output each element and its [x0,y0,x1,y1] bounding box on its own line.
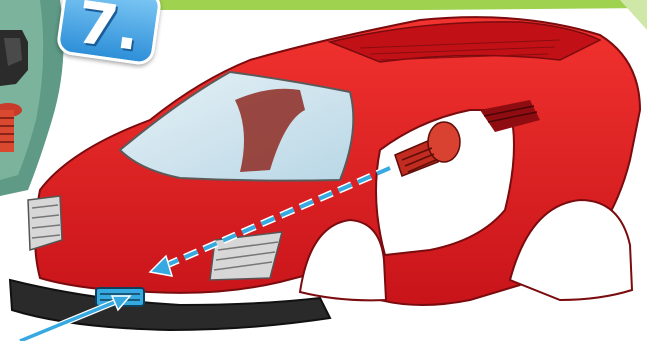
step-number: 7. [74,0,144,59]
windshield [120,72,353,181]
left-headlight [28,196,62,250]
car-body [10,17,640,330]
parts-panel [0,0,64,196]
